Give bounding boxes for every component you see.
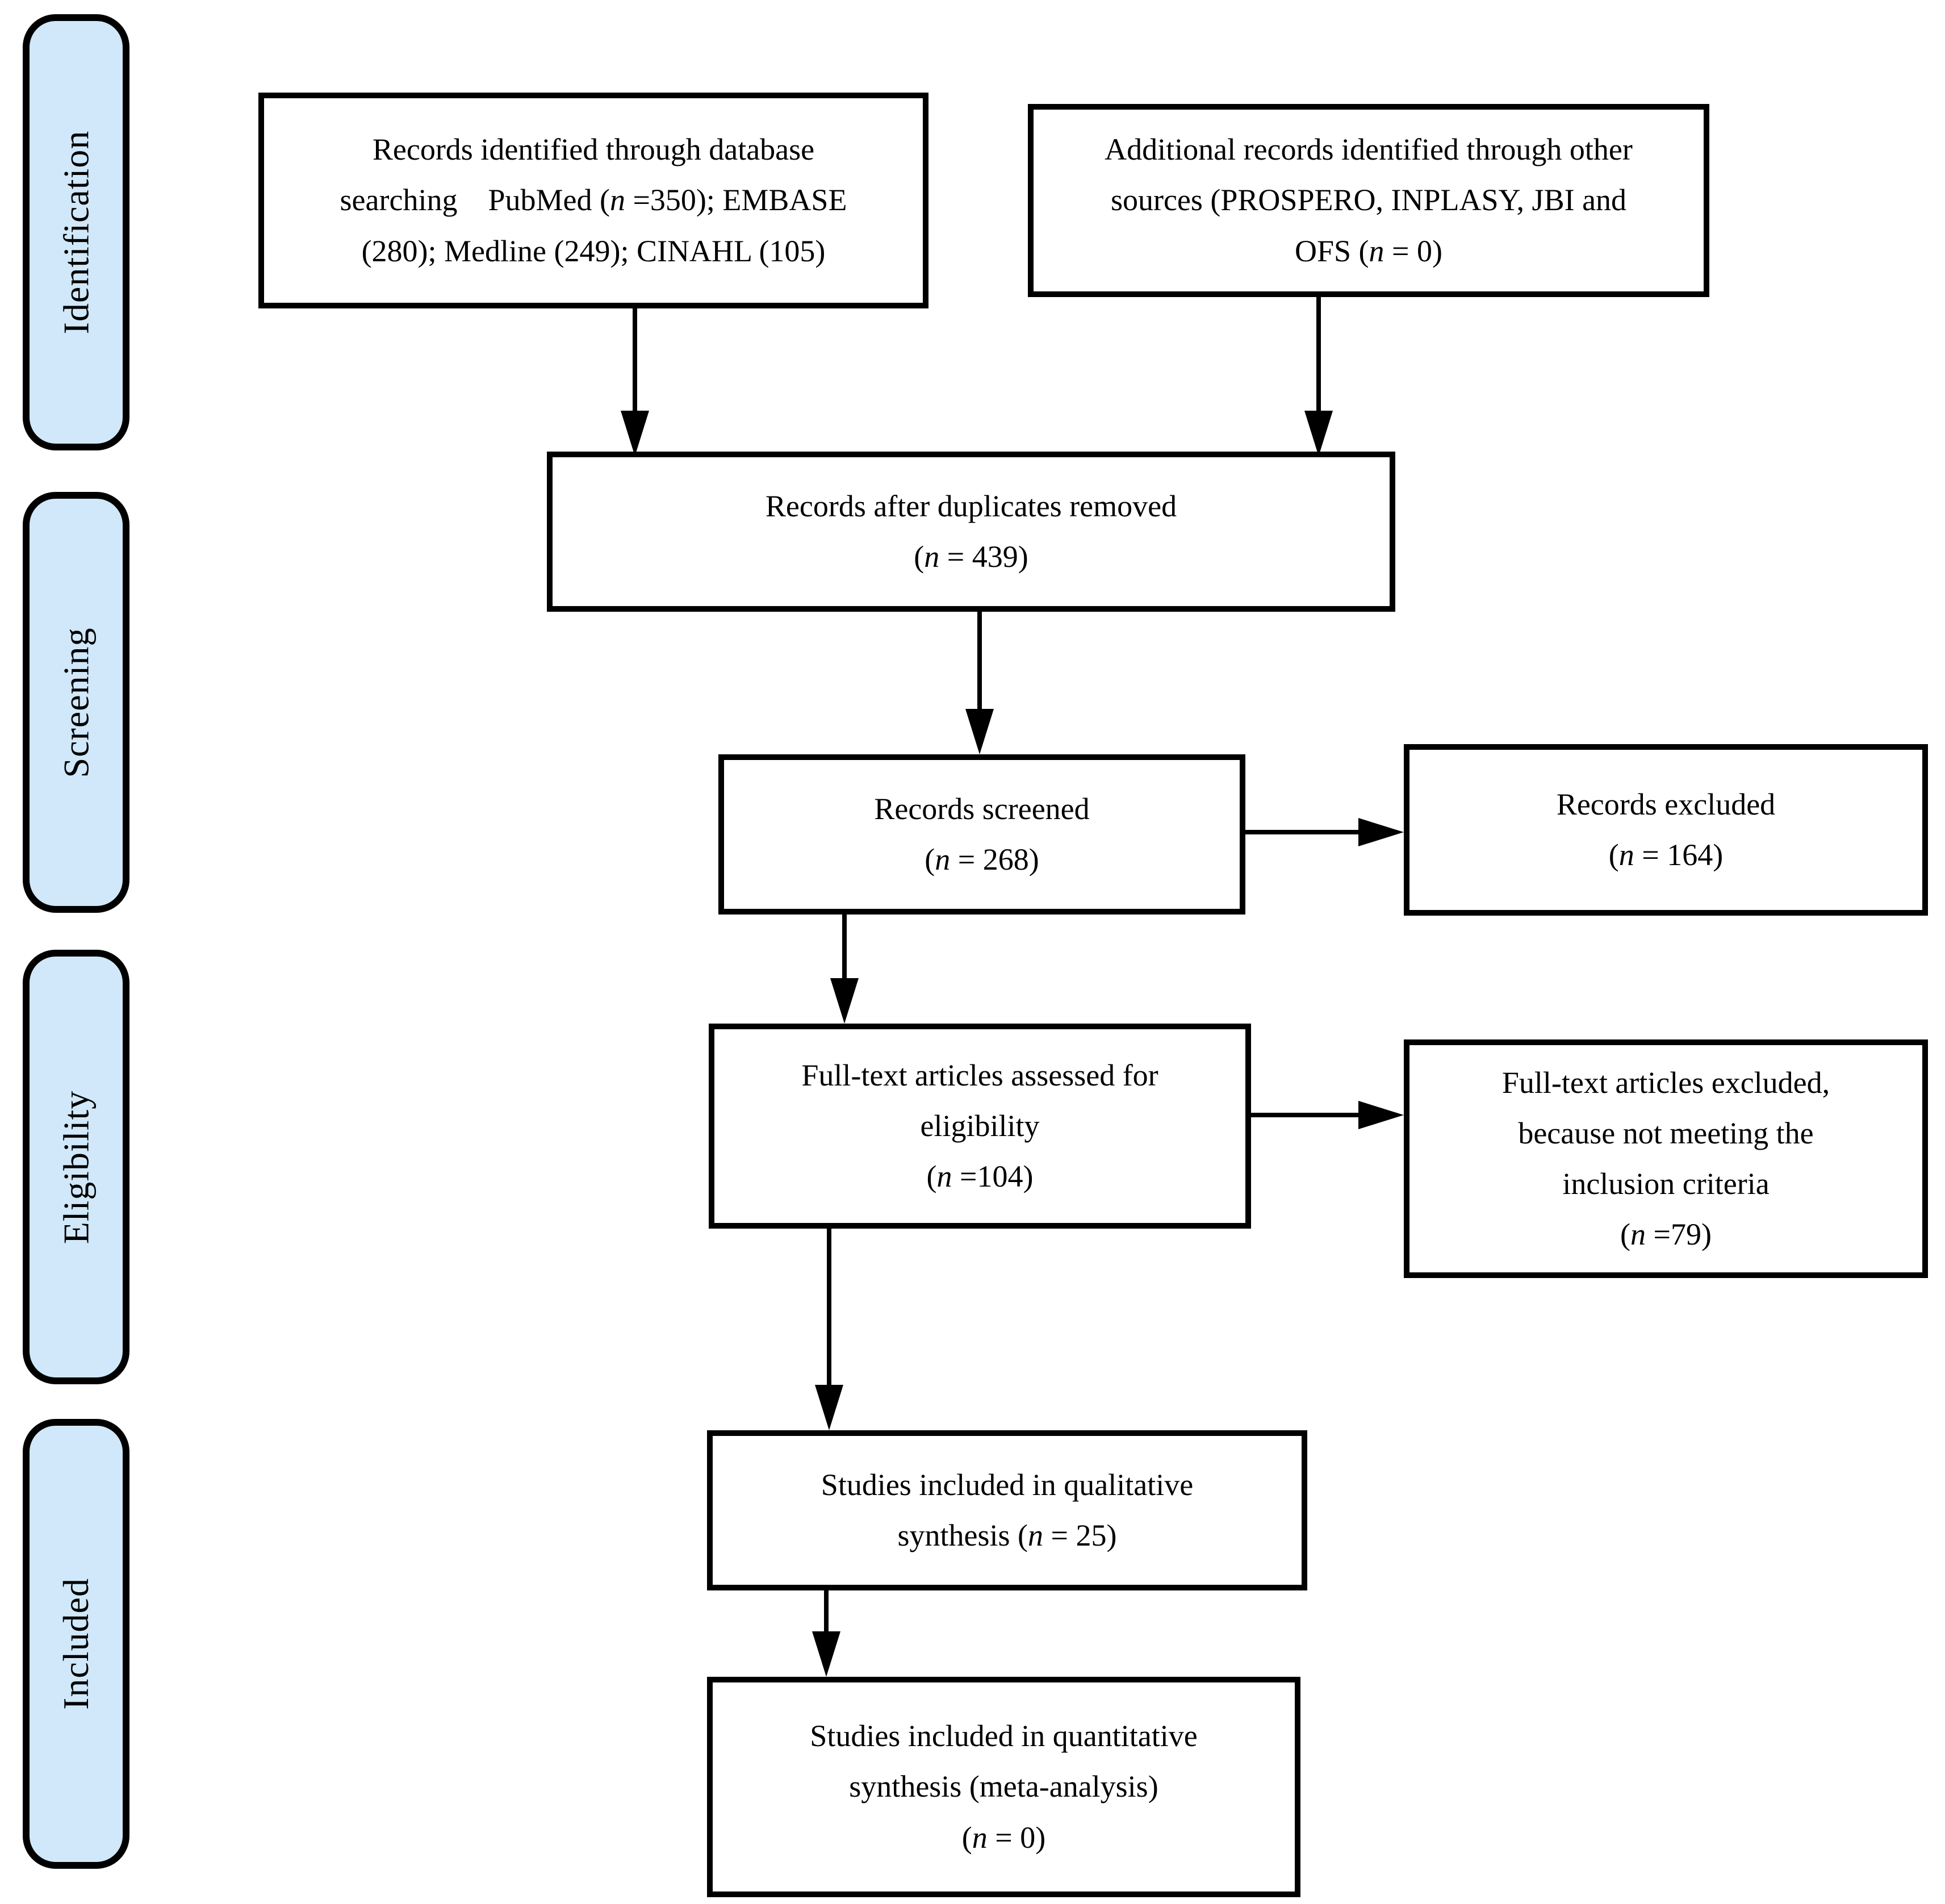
stage-included-label: Included (56, 1578, 96, 1710)
box-text-line: Additional records identified through ot… (1105, 132, 1633, 167)
stage-screening-label: Screening (56, 627, 96, 778)
flow-box-records-identified: Records identified through database searc… (258, 93, 928, 308)
arrow-screened-to-excluded-head-icon (1358, 818, 1404, 846)
stage-identification: Identification (23, 14, 129, 450)
box-text-line: OFS (n = 0) (1295, 233, 1442, 268)
box-text-line: Full-text articles assessed for (801, 1058, 1158, 1092)
arrow-fulltext-to-qualitative-head-icon (815, 1385, 843, 1430)
box-text-line: inclusion criteria (1562, 1167, 1770, 1201)
arrow-fulltext-to-fulltext-excluded-line (1251, 1113, 1361, 1117)
box-text-line: Full-text articles excluded, (1501, 1065, 1830, 1100)
box-text-line: (n = 268) (925, 842, 1039, 876)
box-text-line: sources (PROSPERO, INPLASY, JBI and (1110, 183, 1627, 218)
box-text-line: (n =79) (1620, 1217, 1712, 1252)
arrow-additional-to-duplicates-line (1316, 297, 1321, 413)
arrow-fulltext-to-qualitative-line (827, 1229, 831, 1387)
stage-identification-label: Identification (56, 130, 96, 335)
arrow-identified-to-duplicates-line (633, 308, 637, 413)
flow-box-qualitative-synthesis: Studies included in qualitative synthesis… (707, 1430, 1307, 1590)
arrow-screened-to-fulltext-line (842, 915, 847, 980)
box-text-line: (n = 0) (961, 1820, 1046, 1855)
arrow-duplicates-to-screened-head-icon (965, 709, 994, 754)
flow-box-quantitative-synthesis: Studies included in quantitative synthesi… (707, 1677, 1300, 1897)
flow-box-records-excluded: Records excluded (n = 164) (1404, 744, 1928, 916)
arrow-additional-to-duplicates-head-icon (1304, 411, 1333, 456)
box-text-line: synthesis (n = 25) (897, 1518, 1117, 1552)
stage-screening: Screening (23, 492, 129, 913)
flow-box-records-screened: Records screened (n = 268) (718, 754, 1245, 915)
box-text-line: Studies included in qualitative (821, 1467, 1194, 1502)
box-text-line: (n = 439) (914, 540, 1028, 574)
arrow-qualitative-to-quantitative-head-icon (812, 1631, 840, 1677)
arrow-screened-to-fulltext-head-icon (830, 978, 859, 1024)
box-text-line: Records after duplicates removed (765, 488, 1177, 523)
flow-box-fulltext-excluded: Full-text articles excluded, because not … (1404, 1039, 1928, 1278)
arrow-fulltext-to-fulltext-excluded-head-icon (1358, 1101, 1404, 1129)
box-text-line: (n = 164) (1608, 838, 1724, 872)
box-text-line: eligibility (920, 1108, 1040, 1143)
box-text-line: because not meeting the (1518, 1116, 1814, 1150)
box-text-line: (n =104) (926, 1159, 1034, 1194)
arrow-identified-to-duplicates-head-icon (621, 411, 649, 456)
stage-included: Included (23, 1419, 129, 1869)
stage-eligibility-label: Eligibility (56, 1090, 96, 1244)
box-text-line: Records excluded (1556, 787, 1776, 821)
arrow-screened-to-excluded-line (1245, 830, 1361, 834)
box-text-line: synthesis (meta-analysis) (849, 1769, 1158, 1804)
box-text-line: Studies included in quantitative (810, 1719, 1198, 1753)
box-text-line: (280); Medline (249); CINAHL (105) (361, 233, 826, 268)
stage-eligibility: Eligibility (23, 950, 129, 1384)
box-text-line: Records identified through database (372, 132, 815, 167)
box-text-line: searching PubMed (n =350); EMBASE (340, 183, 847, 218)
flow-box-fulltext-assessed: Full-text articles assessed for eligibili… (709, 1024, 1251, 1229)
flow-box-additional-records: Additional records identified through ot… (1028, 104, 1709, 297)
arrow-qualitative-to-quantitative-line (824, 1590, 829, 1634)
box-text-line: Records screened (874, 791, 1090, 826)
flow-box-after-duplicates: Records after duplicates removed (n = 439… (547, 452, 1395, 612)
arrow-duplicates-to-screened-line (977, 612, 982, 711)
